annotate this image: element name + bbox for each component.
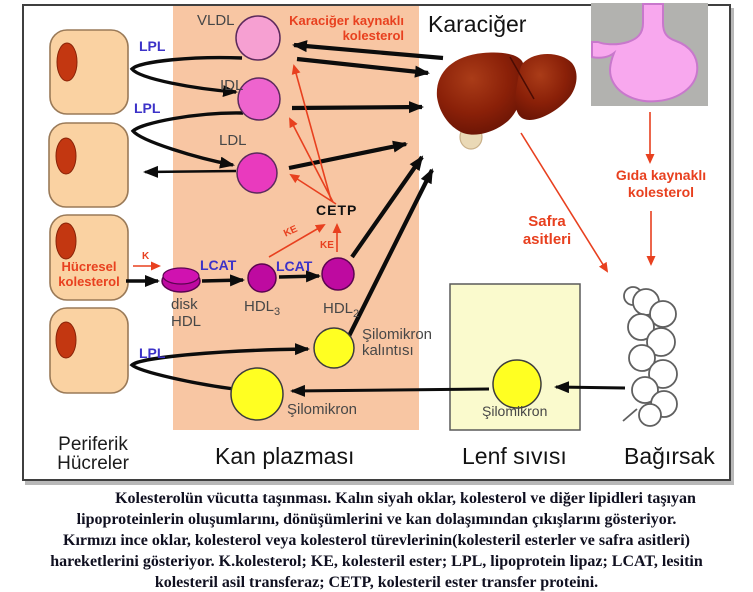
caption-line: kolesteril asil transferaz; CETP, kolest… [154, 574, 599, 591]
lpl-label-3: LPL [139, 345, 166, 361]
chylomicron-remnant-label: Şilomikron kalıntısı [362, 327, 432, 359]
hdl2-particle [321, 257, 355, 291]
cellular-cholesterol-line1: Hücresel [61, 259, 117, 274]
arrow-cetp-to-idl [289, 117, 334, 203]
arrow-hdl3-to-hdl2 [278, 270, 321, 283]
chylomicron-lymph-label: Şilomikron [482, 403, 548, 419]
peripheral-cells-label: Periferik Hücreler [48, 435, 138, 473]
vldl-particle [235, 15, 281, 61]
hdl3-particle [247, 263, 277, 293]
arrow-remnant-to-liver [346, 168, 434, 339]
hdl2-label: HDL2 [323, 300, 360, 321]
caption-line: lipoproteinlerin oluşumlarını, dönüşümle… [76, 511, 677, 528]
lpl-label-2: LPL [134, 100, 161, 116]
bile-acids-line1: Safra [528, 213, 566, 230]
cell-nucleus [55, 137, 77, 175]
liver-derived-line1: Karaciğer kaynaklı [289, 13, 404, 28]
arrow-vldl-to-liver [296, 56, 430, 78]
lcat-label-1: LCAT [200, 257, 237, 273]
liver-illustration [436, 52, 577, 150]
liver-derived-line2: kolesterol [342, 28, 404, 43]
intestine-illustration [622, 286, 678, 427]
arrow-chylomicron-to-remnant-lpl [129, 343, 310, 391]
remnant-label-line2: kalıntısı [362, 342, 414, 359]
figure-caption: Kolesterolün vücutta taşınması. Kalın si… [25, 488, 728, 592]
caption-line: Kırmızı ince oklar, kolesterol veya kole… [63, 532, 690, 549]
arrow-cetp-to-ldl [289, 173, 337, 205]
lcat-label-2: LCAT [276, 258, 313, 274]
ke-label-2: KE [320, 240, 334, 251]
hdl3-label: HDL3 [244, 298, 281, 319]
disk-hdl-label-line2: HDL [171, 313, 202, 330]
arrow-ldl-to-cell [143, 165, 237, 178]
chylomicron-lymph-particle [492, 359, 542, 409]
arrow-idl-to-ldl-lpl [130, 111, 244, 169]
remnant-label-line1: Şilomikron [362, 326, 433, 343]
chylomicron-plasma-particle [230, 367, 284, 421]
caption-line: Kolesterolün vücutta taşınması. Kalın si… [115, 490, 696, 507]
arrow-liver-to-vldl [292, 40, 444, 61]
arrow-lymph-to-plasma-chylomicron [290, 384, 490, 397]
ldl-particle [236, 152, 278, 194]
liver-derived-cholesterol-label: Karaciğer kaynaklı kolesterol [288, 13, 404, 43]
chylomicron-remnant-particle [313, 327, 355, 369]
idl-particle [237, 77, 281, 121]
peripheral-label-line2: Hücreler [57, 453, 129, 474]
cetp-label: CETP [316, 202, 358, 218]
cell-nucleus [56, 42, 78, 82]
arrow-hdl2-to-liver [350, 155, 424, 259]
arrow-vldl-to-idl-lpl [129, 55, 243, 98]
arrow-intestine-to-lymph [554, 381, 626, 394]
idl-label: IDL [220, 77, 244, 94]
peripheral-cells [48, 29, 129, 394]
caption-line: hareketlerini gösteriyor. K.kolesterol; … [50, 553, 703, 570]
disk-hdl-particle [161, 267, 201, 293]
cell-nucleus [55, 321, 77, 359]
disk-hdl-label-line1: disk [171, 296, 198, 313]
stomach-illustration [591, 3, 699, 103]
disk-hdl-label: disk HDL [171, 296, 201, 330]
peripheral-label-line1: Periferik [58, 434, 128, 455]
food-derived-cholesterol-label: Gıda kaynaklı kolesterol [598, 167, 724, 201]
bile-acids-line2: asitleri [522, 231, 572, 248]
arrow-diskhdl-to-hdl3 [201, 274, 245, 287]
arrow-bile-acids-liver-to-intestine [520, 132, 609, 273]
arrow-ldl-to-liver [288, 140, 408, 171]
food-derived-line1: Gıda kaynaklı [615, 167, 707, 183]
bile-acids-label: Safra asitleri [516, 213, 578, 249]
arrow-cetp-to-vldl [291, 64, 332, 201]
arrow-idl-to-liver [291, 101, 424, 114]
cellular-cholesterol-label: Hücresel kolesterol [50, 259, 128, 289]
cell-nucleus [55, 222, 77, 260]
ldl-label: LDL [219, 132, 247, 149]
k-label: K [142, 251, 150, 262]
lpl-label-1: LPL [139, 38, 166, 54]
intestine-region-label: Bağırsak [624, 443, 715, 469]
vldl-label: VLDL [197, 12, 235, 29]
blood-plasma-region-label: Kan plazması [215, 443, 355, 469]
lymph-region-label: Lenf sıvısı [462, 443, 567, 469]
arrow-ke-hdl3-to-cetp [268, 223, 326, 258]
chylomicron-plasma-label: Şilomikron [287, 401, 358, 418]
food-derived-line2: kolesterol [627, 184, 695, 200]
liver-region-label: Karaciğer [428, 11, 527, 37]
cellular-cholesterol-line2: kolesterol [58, 274, 120, 289]
